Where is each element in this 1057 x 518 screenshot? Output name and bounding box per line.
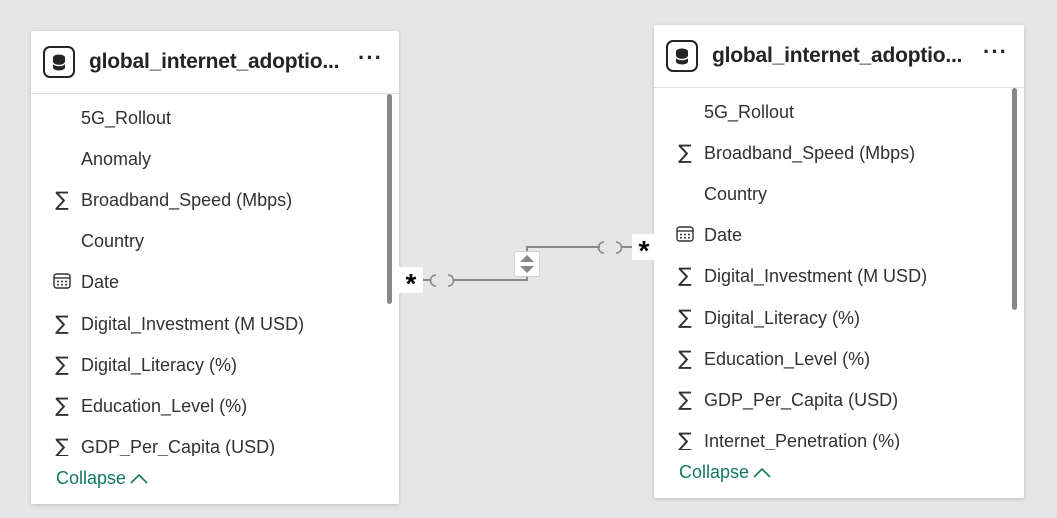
- table-card-right[interactable]: global_internet_adoptio... ··· 5G_Rollou…: [654, 25, 1024, 498]
- field-row[interactable]: ∑ Broadband_Speed (Mbps): [31, 179, 379, 220]
- field-label: Digital_Literacy (%): [704, 307, 861, 328]
- collapse-label: Collapse: [679, 462, 750, 482]
- field-row[interactable]: ∑ Digital_Investment (M USD): [31, 303, 379, 344]
- field-label: Country: [81, 231, 145, 252]
- more-options-button[interactable]: ···: [983, 39, 1008, 64]
- sigma-icon: ∑: [55, 392, 69, 417]
- field-row[interactable]: Country: [31, 220, 379, 261]
- collapse-button[interactable]: Collapse: [679, 462, 771, 484]
- sigma-icon: ∑: [55, 187, 69, 212]
- sigma-icon: ∑: [678, 345, 692, 370]
- scrollbar[interactable]: [387, 94, 392, 304]
- scrollbar[interactable]: [1012, 88, 1017, 310]
- field-label: Country: [704, 184, 768, 205]
- sigma-icon: ∑: [678, 386, 692, 411]
- field-row[interactable]: 5G_Rollout: [31, 97, 379, 138]
- cardinality-many-right: *: [632, 234, 656, 266]
- table-card-header[interactable]: global_internet_adoptio... ···: [31, 31, 399, 94]
- chevron-up-icon: [130, 469, 148, 490]
- field-label: Date: [704, 225, 743, 246]
- field-row[interactable]: ∑ Internet_Penetration (%): [654, 420, 1004, 461]
- field-row[interactable]: 5G_Rollout: [654, 91, 1004, 132]
- sigma-icon: ∑: [678, 427, 692, 452]
- field-row[interactable]: ∑ GDP_Per_Capita (USD): [31, 426, 379, 467]
- field-row[interactable]: ∑ Education_Level (%): [31, 385, 379, 426]
- field-row[interactable]: ∑ Education_Level (%): [654, 338, 1004, 379]
- calendar-icon: [674, 223, 696, 245]
- sigma-icon: ∑: [678, 304, 692, 329]
- database-icon: [43, 46, 75, 78]
- field-label: Anomaly: [81, 149, 152, 170]
- field-label: Internet_Penetration (%): [704, 430, 901, 451]
- field-label: Date: [81, 272, 120, 293]
- field-label: Digital_Investment (M USD): [81, 313, 305, 334]
- collapse-button[interactable]: Collapse: [56, 468, 148, 490]
- table-card-left[interactable]: global_internet_adoptio... ··· 5G_Rollou…: [31, 31, 399, 504]
- field-label: Digital_Literacy (%): [81, 354, 238, 375]
- field-row[interactable]: ∑ Digital_Literacy (%): [654, 297, 1004, 338]
- sigma-icon: ∑: [55, 351, 69, 376]
- database-icon: [666, 40, 698, 72]
- field-label: Digital_Investment (M USD): [704, 266, 928, 287]
- collapse-bar: Collapse: [31, 456, 399, 504]
- field-label: GDP_Per_Capita (USD): [81, 436, 276, 457]
- sigma-icon: ∑: [55, 433, 69, 458]
- collapse-bar: Collapse: [654, 450, 1024, 498]
- field-label: Education_Level (%): [81, 395, 248, 416]
- table-title: global_internet_adoptio...: [89, 50, 340, 73]
- field-label: Broadband_Speed (Mbps): [704, 143, 916, 164]
- field-list: 5G_Rollout ∑ Broadband_Speed (Mbps) Country…: [654, 88, 1024, 498]
- sigma-icon: ∑: [678, 263, 692, 288]
- field-row[interactable]: ∑ Digital_Literacy (%): [31, 344, 379, 385]
- sigma-icon: ∑: [678, 140, 692, 165]
- field-label: GDP_Per_Capita (USD): [704, 389, 899, 410]
- field-label: Education_Level (%): [704, 348, 871, 369]
- crows-foot-right: [597, 241, 605, 254]
- crows-foot-left: [429, 274, 437, 287]
- field-row[interactable]: ∑ Broadband_Speed (Mbps): [654, 132, 1004, 173]
- field-label: 5G_Rollout: [81, 108, 172, 128]
- sigma-icon: ∑: [55, 310, 69, 335]
- field-row[interactable]: Date: [31, 261, 379, 302]
- field-label: 5G_Rollout: [704, 102, 795, 122]
- field-row[interactable]: ∑ GDP_Per_Capita (USD): [654, 379, 1004, 420]
- field-row[interactable]: Anomaly: [31, 138, 379, 179]
- collapse-label: Collapse: [56, 468, 127, 488]
- table-card-header[interactable]: global_internet_adoptio... ···: [654, 25, 1024, 88]
- field-row[interactable]: Country: [654, 173, 1004, 214]
- field-row[interactable]: Date: [654, 214, 1004, 255]
- cross-filter-both-icon[interactable]: [514, 251, 540, 277]
- table-title: global_internet_adoptio...: [712, 44, 963, 67]
- field-row[interactable]: ∑ Digital_Investment (M USD): [654, 255, 1004, 296]
- chevron-up-icon: [753, 463, 771, 484]
- field-label: Broadband_Speed (Mbps): [81, 190, 293, 211]
- more-options-button[interactable]: ···: [358, 45, 383, 70]
- calendar-icon: [51, 270, 73, 292]
- cardinality-many-left: *: [399, 267, 423, 299]
